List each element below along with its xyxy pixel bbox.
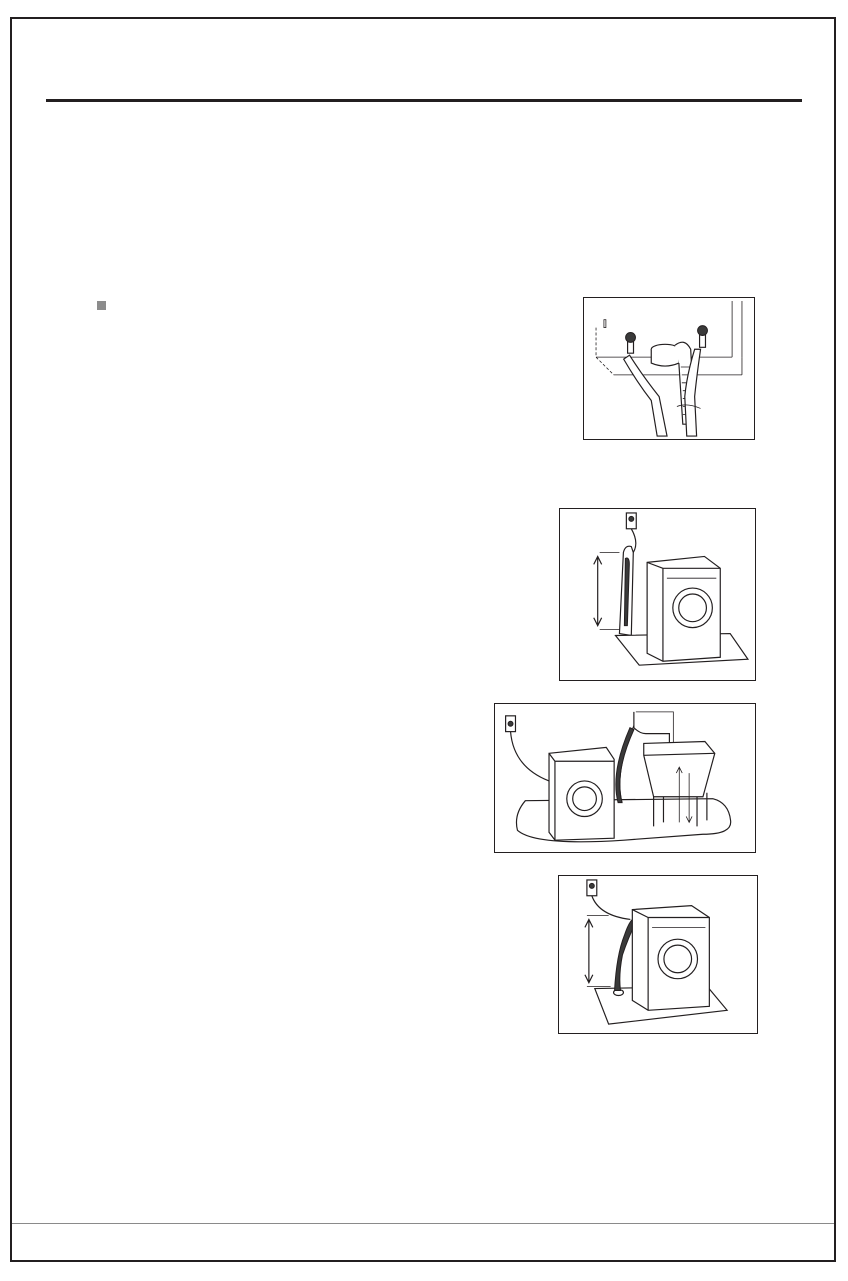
footer-rule [12,1223,834,1224]
standpipe-drawing [593,512,750,666]
laundry-sink-drain-illustration [494,703,756,853]
header-rule [46,99,802,102]
page-frame [10,17,836,1262]
sink-drain-drawing [505,711,732,843]
floor-drain-illustration [558,875,758,1034]
drain-standpipe-illustration [559,508,756,681]
square-bullet-icon [97,301,106,310]
taps-hoses-drawing [595,300,743,437]
water-taps-and-drain-hose-illustration [583,297,755,440]
floor-drain-drawing [584,879,729,1025]
